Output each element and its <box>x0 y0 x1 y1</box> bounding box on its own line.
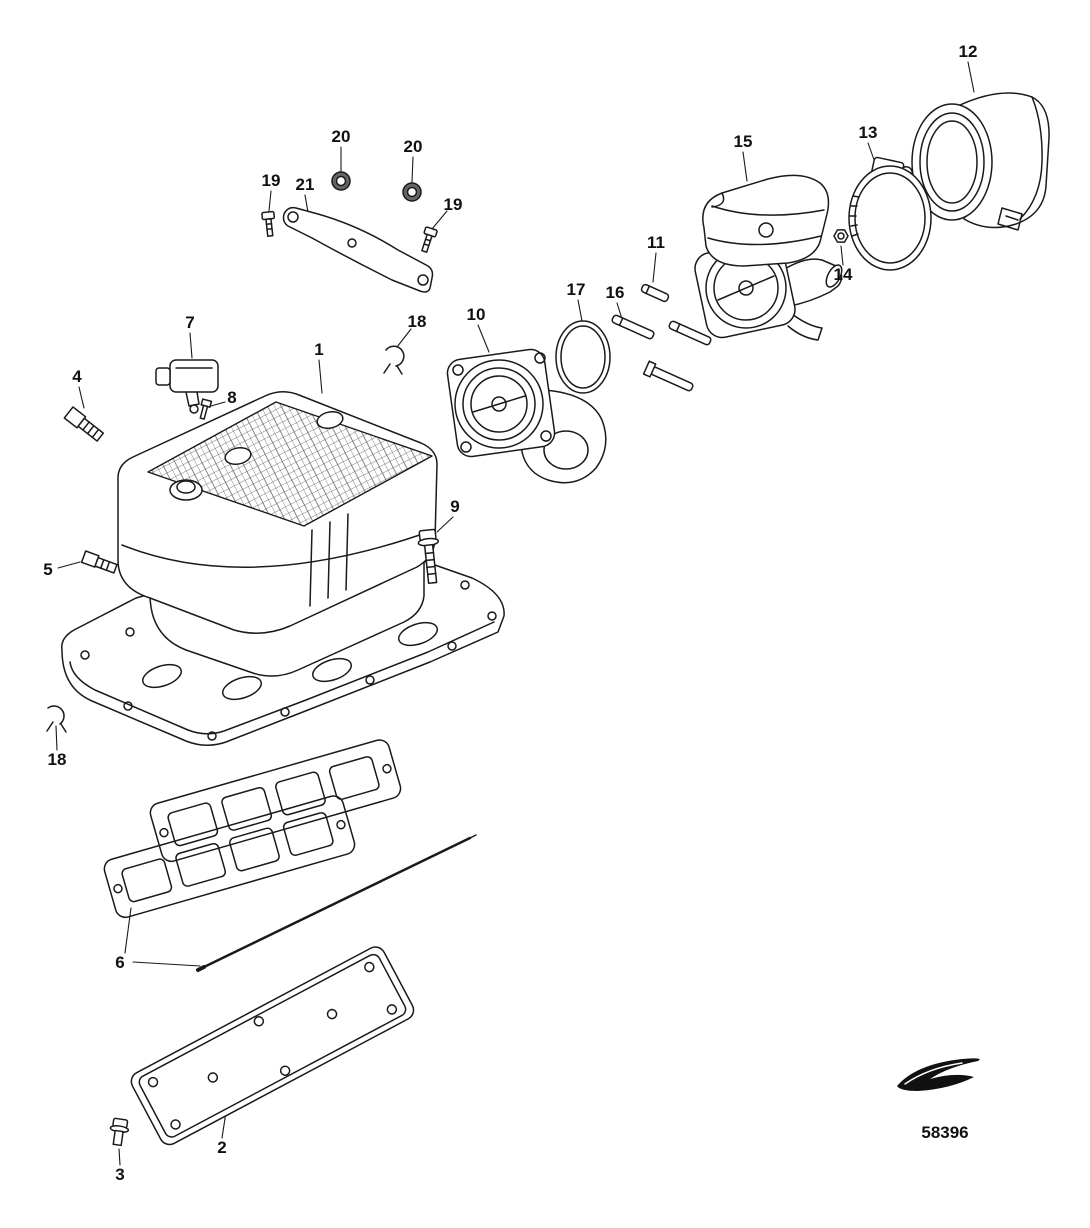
part-17-oring-drawing <box>555 320 611 394</box>
part-2-cover-plate-drawing <box>130 946 415 1146</box>
callout-label: 20 <box>331 127 351 146</box>
part-8-screw-drawing <box>199 398 213 420</box>
part-7-sensor-drawing <box>155 359 219 414</box>
callout-label: 5 <box>43 560 53 579</box>
callout-label: 11 <box>647 233 665 252</box>
callout-label: 21 <box>295 175 315 194</box>
part-15-cover-drawing <box>702 174 830 267</box>
callout-label: 10 <box>466 305 486 324</box>
callout-label: 19 <box>443 195 463 214</box>
part-14-nut-drawing <box>833 229 849 243</box>
callout-label: 8 <box>227 388 237 407</box>
callout-label: 16 <box>605 283 625 302</box>
callout-label: 1 <box>314 340 324 359</box>
part-12-air-duct-drawing <box>911 92 1050 231</box>
callout-label: 9 <box>450 497 460 516</box>
part-6-gasket-set-drawing <box>101 736 477 972</box>
part-11-stud-drawing <box>640 283 670 303</box>
callout-label: 6 <box>115 953 125 972</box>
part-1-intake-manifold-drawing <box>61 391 505 746</box>
brand-swoosh <box>897 1058 980 1091</box>
part-13-hose-clamp-drawing <box>848 156 932 271</box>
part-19-bolts-drawing <box>261 210 438 253</box>
callout-label: 12 <box>958 42 978 61</box>
callout-label: 13 <box>858 123 878 142</box>
callout-label: 15 <box>733 132 753 151</box>
part-20-grommets-drawing <box>331 171 422 202</box>
callout-label: 7 <box>185 313 195 332</box>
callout-label: 18 <box>47 750 67 769</box>
part-5-fitting-drawing <box>80 550 118 574</box>
callout-label: 20 <box>403 137 423 156</box>
callout-label: 3 <box>115 1165 125 1184</box>
part-4-fitting-drawing <box>63 406 105 442</box>
callout-label: 18 <box>407 312 427 331</box>
part-21-bracket-drawing <box>282 206 434 293</box>
part-18-clip-top-drawing <box>383 345 405 375</box>
part-9-bolt-drawing <box>417 528 440 585</box>
part-16-studs-drawing <box>611 314 712 392</box>
callout-label: 19 <box>261 171 281 190</box>
callout-label: 2 <box>217 1138 227 1157</box>
part-18-clip-bottom-drawing <box>46 705 67 733</box>
part-10-throttle-body-drawing <box>446 348 607 484</box>
drawing-number: 58396 <box>921 1123 969 1142</box>
callout-label: 17 <box>566 280 586 299</box>
leader-lines <box>55 61 975 1166</box>
callout-label: 4 <box>72 367 82 386</box>
callout-label: 14 <box>833 265 853 284</box>
part-3-bolt-drawing <box>109 1117 130 1147</box>
